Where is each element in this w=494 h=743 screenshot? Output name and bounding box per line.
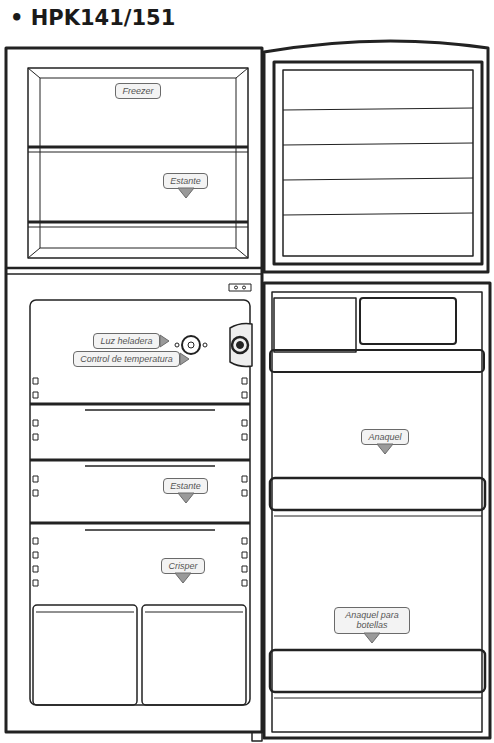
pointer-arrow [178, 493, 194, 503]
pointer-arrow [364, 633, 380, 643]
pointer-arrow [180, 352, 190, 366]
callout-label: Anaquel para botellas [334, 607, 410, 634]
pointer-arrow [177, 188, 195, 199]
pointer-arrow [180, 353, 189, 365]
callout-text: Control de temperatura [80, 354, 173, 364]
pointer-arrow [177, 493, 195, 504]
callout-text: Anaquel para botellas [341, 610, 403, 631]
callout-label: Luz heladera [93, 333, 160, 349]
callout-label: Anaquel [361, 429, 409, 445]
callout-label: Crisper [161, 558, 205, 574]
pointer-arrow [178, 188, 194, 198]
callout-text: Freezer [122, 86, 154, 96]
callout-text: Anaquel [368, 432, 402, 442]
callout-text: Crisper [168, 561, 198, 571]
pointer-arrow [377, 444, 393, 454]
callout-label: Estante [163, 478, 208, 494]
model-title: • HPK141/151 [10, 6, 175, 30]
pointer-arrow [160, 335, 169, 347]
callout-label: Estante [163, 173, 208, 189]
callout-label: Control de temperatura [73, 351, 180, 367]
callout-text: Luz heladera [100, 336, 153, 346]
pointer-arrow [160, 334, 170, 348]
callout-text: Estante [170, 481, 201, 491]
pointer-arrow [376, 444, 394, 455]
callout-label: Freezer [115, 83, 161, 99]
pointer-arrow [363, 633, 381, 644]
pointer-arrow [175, 573, 191, 583]
pointer-arrow [174, 573, 192, 584]
callout-text: Estante [170, 176, 201, 186]
